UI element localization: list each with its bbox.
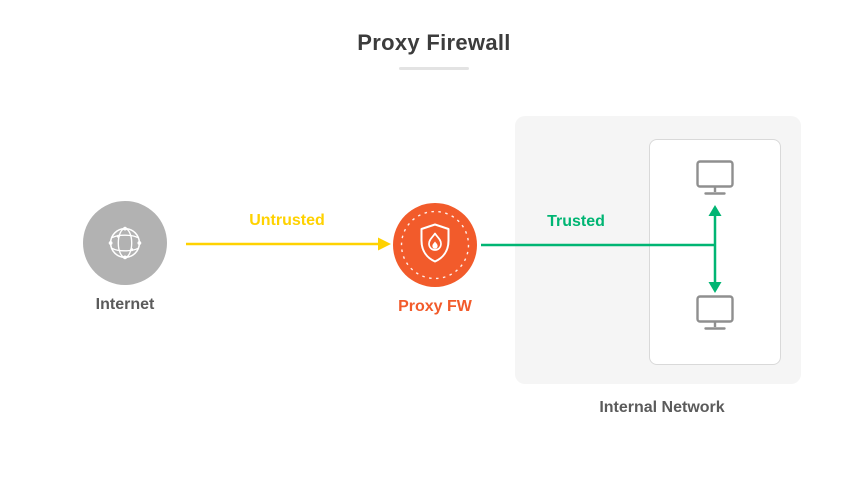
- title-underline: [399, 67, 469, 70]
- internal-network-label: Internal Network: [599, 399, 725, 416]
- monitor-icon: [696, 160, 734, 195]
- globe-network-icon: [108, 226, 142, 260]
- untrusted-label: Untrusted: [249, 212, 325, 229]
- untrusted-arrow: [186, 237, 391, 251]
- proxy-fw-label: Proxy FW: [398, 298, 472, 315]
- trusted-label: Trusted: [547, 213, 605, 230]
- proxy-firewall-node: [393, 203, 477, 287]
- internet-label: Internet: [95, 296, 155, 313]
- internet-node: [83, 201, 167, 285]
- monitor-icon: [696, 295, 734, 330]
- shield-flame-icon: [400, 210, 470, 280]
- diagram-title: Proxy Firewall: [357, 30, 511, 55]
